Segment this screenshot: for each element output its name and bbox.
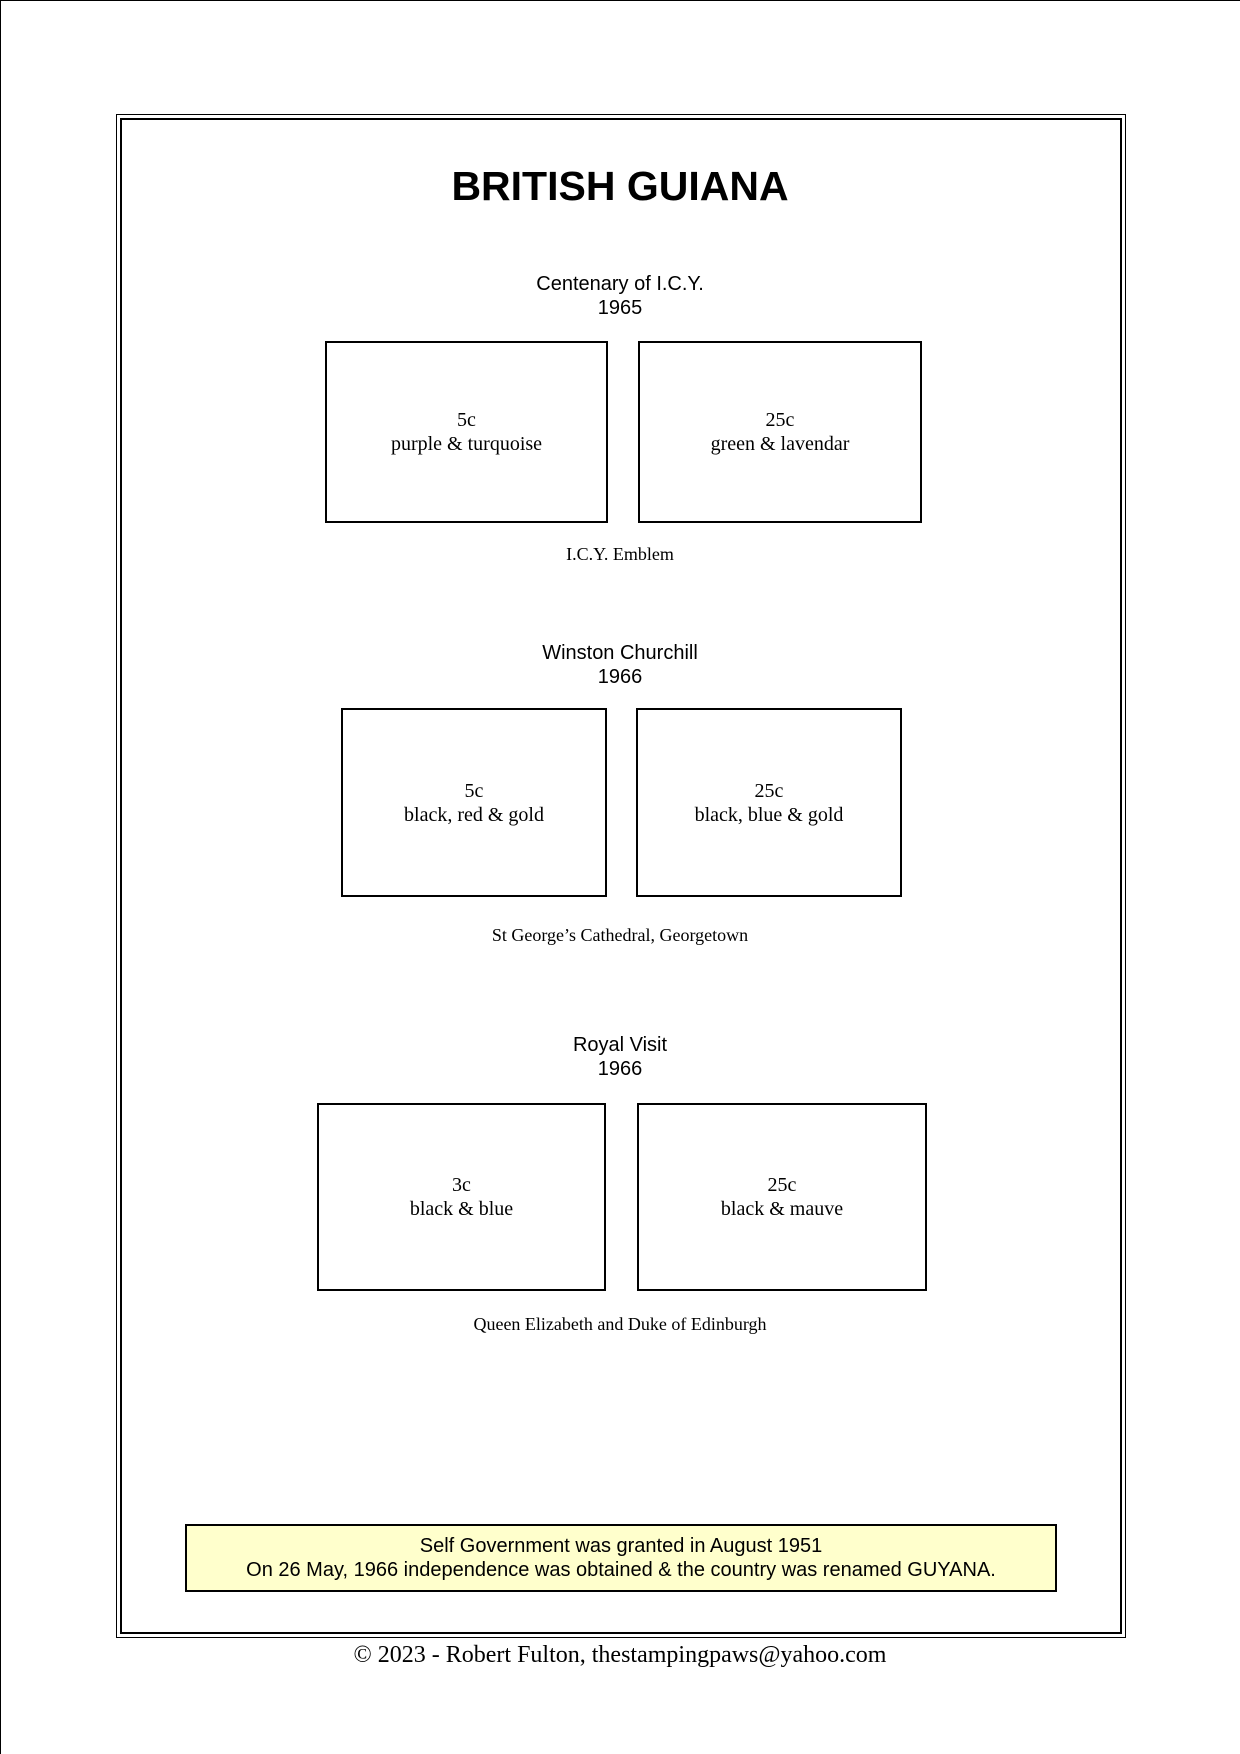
note-line-2: On 26 May, 1966 independence was obtaine… [246, 1559, 996, 1581]
set-year: 1965 [597, 297, 643, 319]
stamp-box: 25c black & mauve [637, 1103, 927, 1291]
inner-page-border [120, 118, 1122, 1634]
set-caption: Queen Elizabeth and Duke of Edinburgh [473, 1314, 767, 1334]
page-title: BRITISH GUIANA [451, 163, 789, 209]
copyright-footer: © 2023 - Robert Fulton, thestampingpaws@… [353, 1642, 887, 1668]
set-year: 1966 [597, 1058, 643, 1080]
stamp-colour: black, red & gold [404, 803, 544, 826]
stamp-value: 5c [457, 409, 476, 431]
set-title: Winston Churchill [542, 642, 698, 664]
stamp-colour: black & mauve [720, 1198, 844, 1220]
stamp-value: 25c [754, 779, 784, 802]
note-line-1: Self Government was granted in August 19… [419, 1535, 823, 1557]
stamp-value: 25c [767, 1174, 797, 1196]
set-caption: St George’s Cathedral, Georgetown [491, 925, 749, 945]
history-note-box: Self Government was granted in August 19… [185, 1524, 1057, 1592]
set-caption: I.C.Y. Emblem [566, 544, 674, 564]
stamp-colour: green & lavendar [710, 433, 850, 455]
stamp-box: 5c purple & turquoise [325, 341, 608, 523]
outer-page-border [116, 114, 1126, 1638]
set-title: Royal Visit [572, 1034, 668, 1056]
set-heading-churchill: Winston Churchill 1966 [0, 641, 1240, 689]
stamp-value: 5c [464, 779, 484, 802]
stamp-colour: black & blue [409, 1198, 514, 1220]
stamp-box: 25c green & lavendar [638, 341, 922, 523]
stamp-colour: black, blue & gold [694, 803, 844, 826]
stamp-value: 25c [765, 409, 795, 431]
set-heading-icy: Centenary of I.C.Y. 1965 [0, 272, 1240, 320]
stamp-box: 5c black, red & gold [341, 708, 607, 897]
set-title: Centenary of I.C.Y. [536, 273, 704, 295]
stamp-value: 3c [452, 1174, 471, 1196]
stamp-colour: purple & turquoise [390, 433, 543, 455]
stamp-box: 25c black, blue & gold [636, 708, 902, 897]
set-year: 1966 [597, 666, 643, 688]
set-heading-royal-visit: Royal Visit 1966 [0, 1033, 1240, 1081]
stamp-box: 3c black & blue [317, 1103, 606, 1291]
